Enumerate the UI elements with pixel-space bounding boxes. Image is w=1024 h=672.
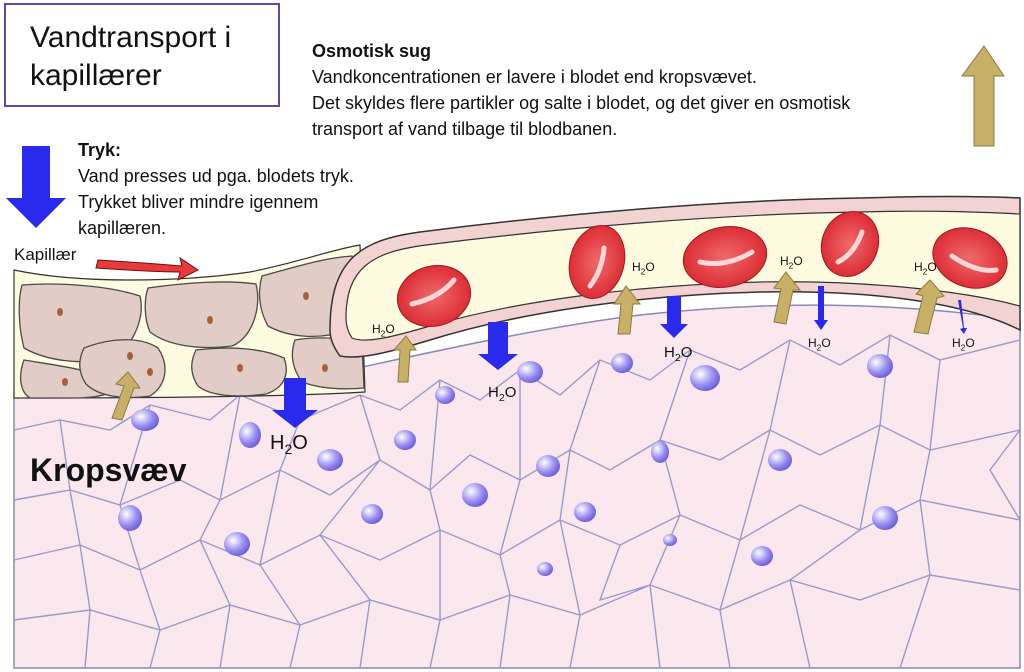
water-label: H2O [664, 344, 693, 364]
pressure-line: Trykket bliver mindre igennem [78, 192, 319, 212]
pressure-arrow-icon [660, 296, 688, 338]
pressure-arrow-icon [272, 378, 318, 428]
red-blood-cell [568, 225, 626, 299]
osmotic-arrow-icon [913, 279, 945, 335]
osmotic-arrow-icon [111, 371, 141, 421]
water-label: H2O [808, 336, 831, 353]
pressure-arrow-icon [478, 322, 518, 370]
osmotic-arrow-icon [613, 285, 642, 335]
water-label: H2O [372, 322, 395, 339]
red-blood-cells [396, 211, 1008, 328]
title-line-1: Vandtransport i [30, 21, 232, 54]
water-label: H2O [632, 260, 655, 277]
left-cell-nuclei [57, 292, 328, 386]
water-label: H2O [780, 254, 803, 271]
title-line-2: kapillærer [30, 59, 162, 92]
osmotic-arrow-icon [961, 45, 1005, 147]
pressure-arrow-icon [814, 286, 828, 330]
osmotic-arrow-icon [773, 271, 802, 325]
osmotic-line: transport af vand tilbage til blodbanen. [312, 119, 618, 139]
water-label: H2O [488, 384, 517, 404]
water-label: H2O [270, 432, 308, 457]
tissue-cells [13, 334, 1021, 669]
osmotic-line: Vandkoncentrationen er lavere i blodet e… [312, 67, 757, 87]
blood-flow-arrow [95, 256, 199, 281]
red-blood-cell [820, 211, 880, 277]
pressure-arrow-icon [958, 300, 967, 334]
red-blood-cell [396, 264, 472, 328]
osmotic-line: Det skyldes flere partikler og salte i b… [312, 93, 851, 113]
pressure-text: Tryk: Vand presses ud pga. blodets tryk.… [78, 137, 354, 241]
water-label: H2O [914, 260, 937, 277]
pressure-arrows [272, 286, 967, 428]
tissue-label: Kropsvæv [30, 452, 187, 488]
capillary-label: Kapillær [14, 245, 77, 264]
pressure-line: kapillæren. [78, 218, 167, 238]
osmotic-arrow-icon [392, 335, 417, 383]
water-label: H2O [952, 336, 975, 353]
red-blood-cell [932, 227, 1008, 289]
tissue-nuclei [118, 353, 898, 576]
pressure-line: Vand presses ud pga. blodets tryk. [78, 166, 354, 186]
osmotic-arrows [111, 271, 945, 421]
osmotic-heading: Osmotisk sug [312, 41, 432, 61]
osmotic-text: Osmotisk sug Vandkoncentrationen er lave… [312, 38, 850, 142]
red-blood-cell [682, 226, 768, 288]
pressure-heading: Tryk: [78, 140, 122, 160]
pressure-arrow-icon [6, 146, 66, 228]
title-box: Vandtransport i kapillærer [4, 3, 280, 107]
left-cells [18, 255, 365, 399]
